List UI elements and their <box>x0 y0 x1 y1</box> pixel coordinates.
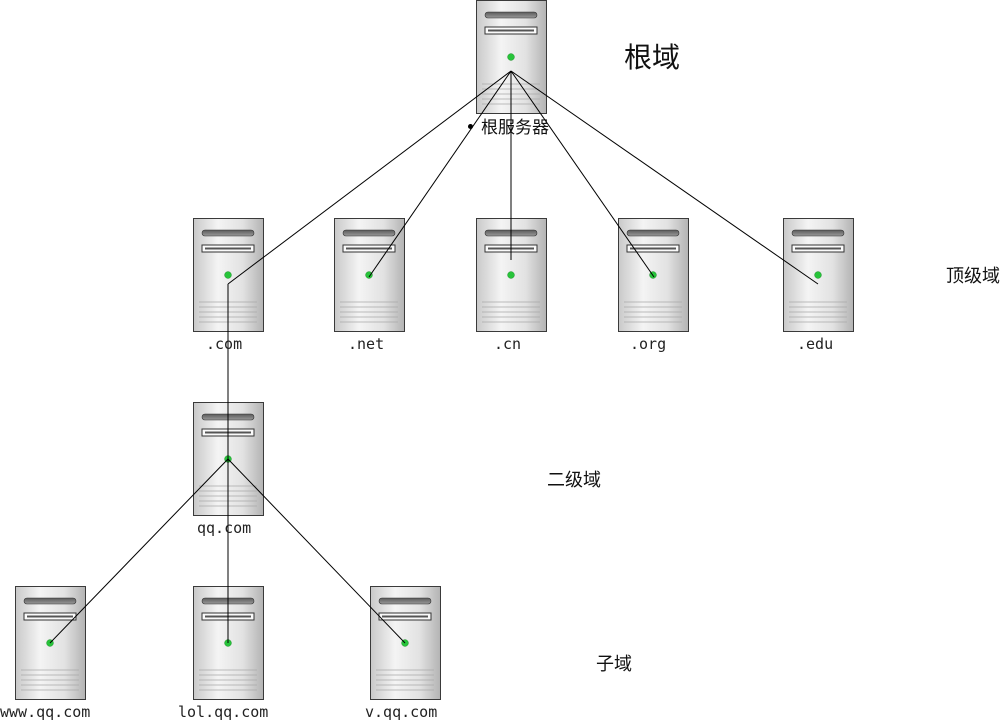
connector-root-net <box>368 70 512 278</box>
power-led-icon <box>507 271 515 279</box>
connector-root-edu <box>510 70 819 285</box>
server-label-qq-com: qq.com <box>197 519 252 537</box>
server-v <box>370 586 441 700</box>
connector-root-com <box>227 70 512 285</box>
server-net <box>334 218 405 332</box>
server-org <box>618 218 689 332</box>
connector-qq-v <box>227 458 406 644</box>
drive-bay-icon <box>484 11 538 19</box>
server-label-net: .net <box>348 335 385 353</box>
server-label-edu: .edu <box>797 335 834 353</box>
drive-bay-icon <box>201 229 255 237</box>
server-label-org: .org <box>630 335 667 353</box>
power-led-icon <box>365 271 373 279</box>
bullet-icon <box>468 123 473 129</box>
server-com <box>193 218 264 332</box>
root-server-label: 根服务器 <box>468 113 549 138</box>
tier-label-second-level: 二级域 <box>547 470 601 491</box>
tier-label-root: 根域 <box>624 41 681 74</box>
power-led-icon <box>814 271 822 279</box>
drive-bay-icon <box>378 597 432 605</box>
server-label-lol: lol.qq.com <box>178 703 269 721</box>
power-led-icon <box>507 53 515 61</box>
server-label-com: .com <box>206 335 243 353</box>
drive-bay-icon <box>342 229 396 237</box>
power-led-icon <box>224 271 232 279</box>
server-label-www: www.qq.com <box>0 703 91 721</box>
server-edu <box>783 218 854 332</box>
connector-qq-www <box>49 458 229 644</box>
drive-bay-icon <box>626 229 680 237</box>
server-label-cn: .cn <box>494 335 522 353</box>
connector-root-org <box>510 70 655 278</box>
tier-label-top-level: 顶级域 <box>946 266 1000 287</box>
drive-bay-icon <box>791 229 845 237</box>
server-label-v: v.qq.com <box>365 703 438 721</box>
root-server-label-text: 根服务器 <box>481 118 549 138</box>
drive-bay-icon <box>23 597 77 605</box>
tier-label-subdomain: 子域 <box>596 654 632 675</box>
